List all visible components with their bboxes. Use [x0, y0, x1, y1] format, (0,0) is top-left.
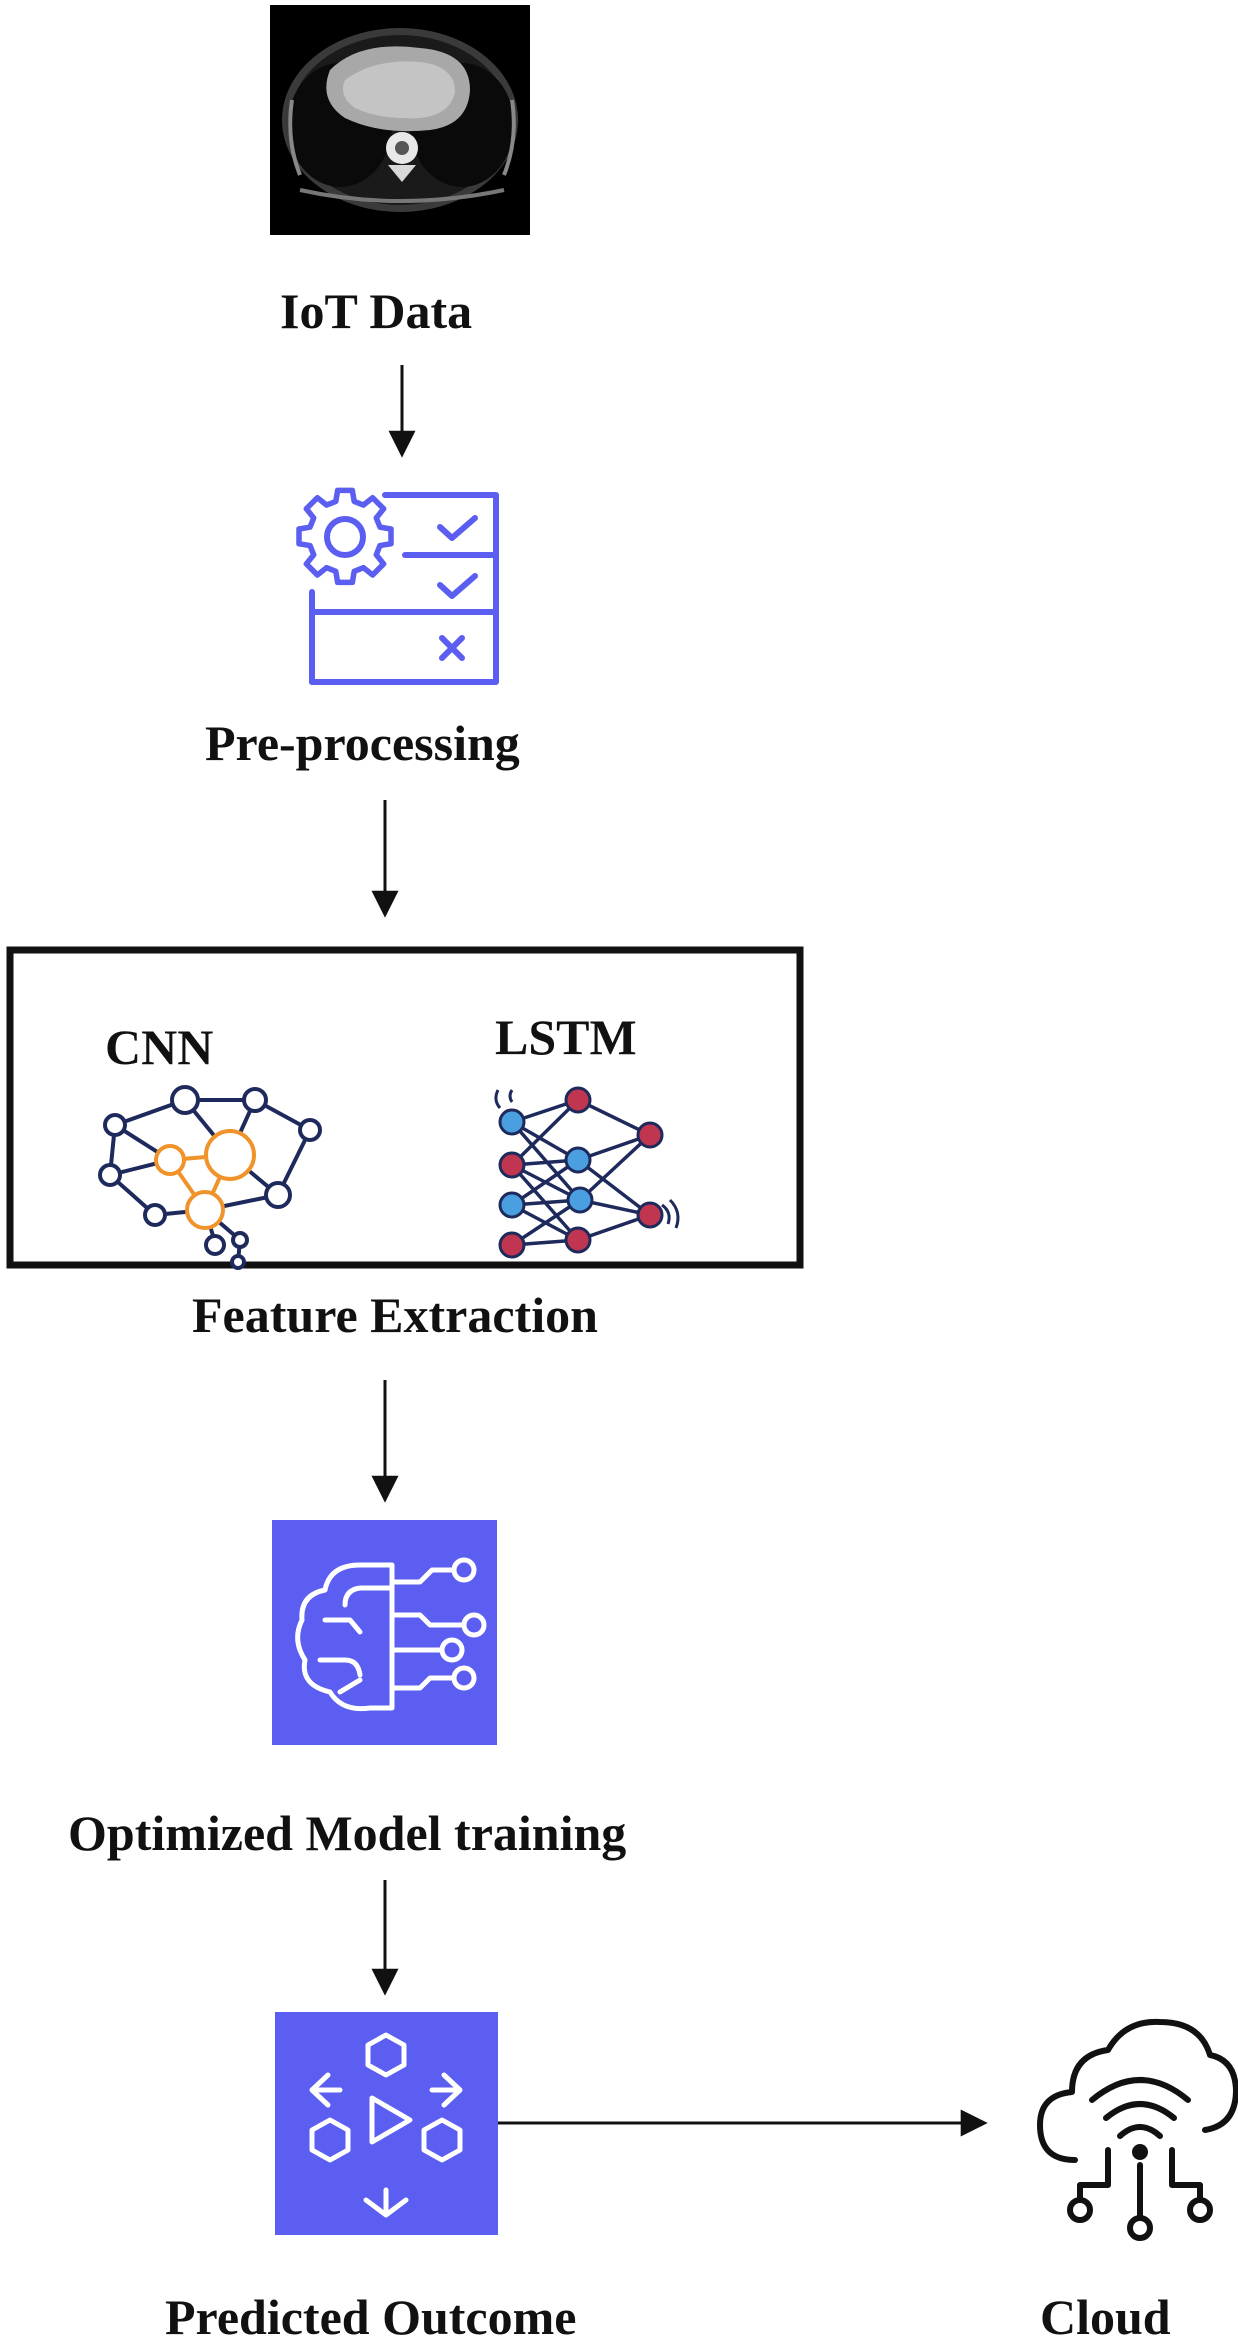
ct-scan-image	[270, 5, 530, 235]
lstm-label: LSTM	[495, 1009, 637, 1065]
gear-checklist-icon	[296, 487, 499, 685]
predicted-outcome-label: Predicted Outcome	[165, 2289, 577, 2345]
model-training-label: Optimized Model training	[68, 1805, 627, 1861]
cloud-label: Cloud	[1040, 2289, 1171, 2345]
brain-circuit-icon	[272, 1520, 497, 1745]
neural-network-icon	[98, 1085, 322, 1270]
pre-processing-label: Pre-processing	[205, 715, 520, 771]
lstm-network-icon	[494, 1086, 680, 1259]
prediction-hexagon-icon	[275, 2012, 498, 2235]
cloud-network-icon	[1037, 2018, 1238, 2241]
feature-extraction-label: Feature Extraction	[192, 1287, 598, 1343]
cnn-label: CNN	[105, 1019, 214, 1075]
iot-data-label: IoT Data	[280, 283, 473, 339]
feature-extraction-box	[6, 946, 804, 1269]
